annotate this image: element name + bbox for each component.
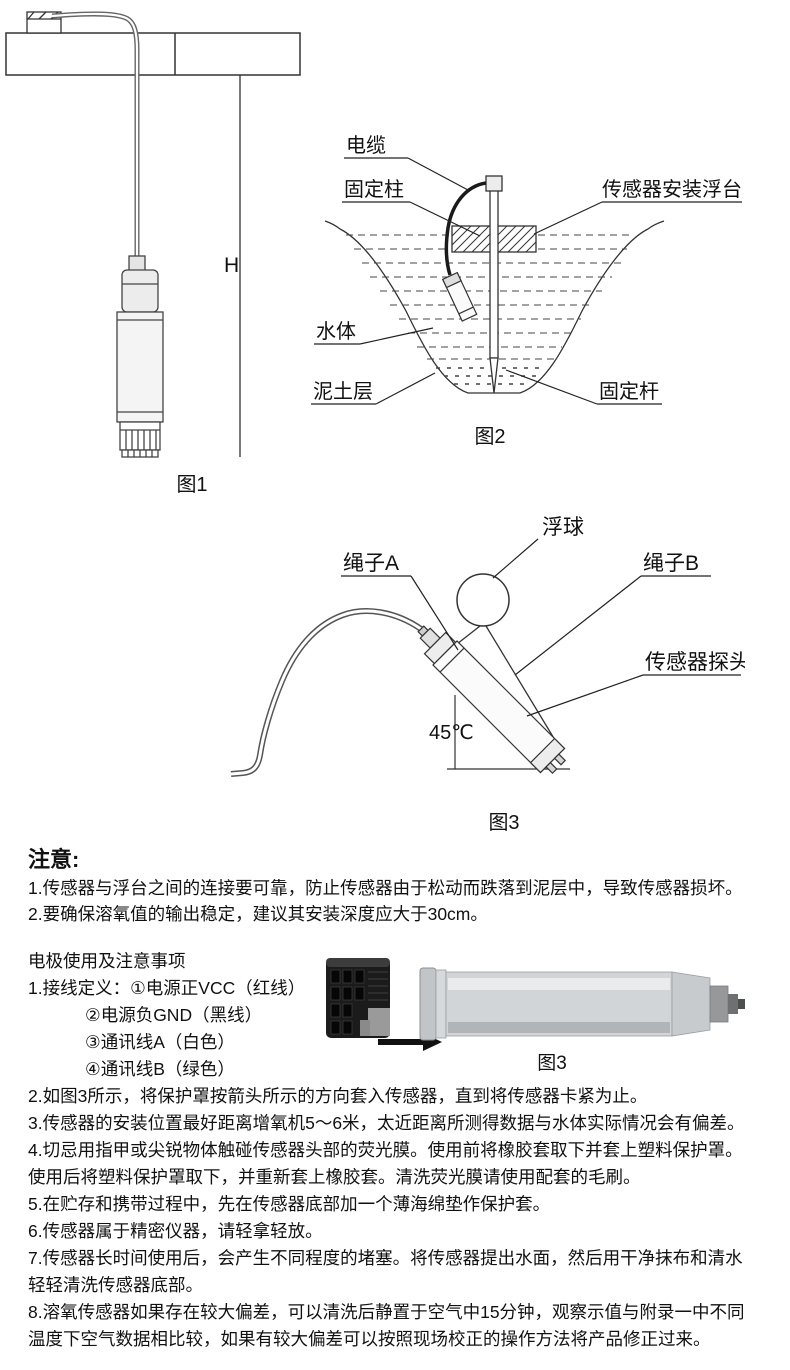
sensor-product-image: [326, 958, 745, 1051]
h-label: H: [224, 254, 239, 277]
label-angle: 45℃: [429, 722, 474, 744]
note-item: 2.要确保溶氧值的输出稳定，建议其安装深度应大于30cm。: [28, 904, 488, 924]
usage-item: 4.切忌用指甲或尖锐物体触碰传感器头部的荧光膜。使用前将橡胶套取下并套上塑料保护…: [28, 1140, 743, 1187]
sensor-probe: [417, 625, 567, 775]
label-rope-a: 绳子A: [343, 552, 399, 575]
usage-item: 6.传感器属于精密仪器，请轻拿轻放。: [28, 1221, 323, 1241]
sensor-image-caption: 图3: [537, 1053, 567, 1074]
label-float-ball: 浮球: [542, 516, 584, 539]
label-mud: 泥土层: [313, 380, 373, 403]
usage-section: 电极使用及注意事项 1.接线定义：①电源正VCC（红线） ②电源负GND（黑线）…: [28, 948, 778, 1353]
sensor-product: [419, 967, 745, 1041]
usage-item: 8.溶氧传感器如果存在较大偏差，可以清洗后静置于空气中15分钟，观察示值与附录一…: [28, 1302, 745, 1349]
leader-lines: [311, 157, 742, 405]
leader-lines: [341, 538, 741, 717]
fixing-rod: [485, 175, 503, 394]
label-water: 水体: [316, 320, 356, 343]
figure2-caption: 图2: [474, 426, 506, 448]
label-post: 固定柱: [344, 178, 404, 201]
figure2-diagram: 电缆 固定柱 传感器安装浮台 水体 泥土层 固定杆: [311, 134, 742, 405]
label-rod: 固定杆: [599, 380, 659, 403]
wiring-line: ④通讯线B（绿色）: [85, 1059, 235, 1079]
figure3-diagram: 浮球 绳子A 绳子B 传感器探头 45℃: [230, 516, 745, 777]
notes-section: 注意: 1.传感器与浮台之间的连接要可靠，防止传感器由于松动而跌落到泥层中，导致…: [28, 845, 776, 927]
label-probe: 传感器探头: [645, 651, 745, 674]
float-ball: [456, 573, 510, 627]
suspension-cable: [51, 11, 140, 258]
usage-item: 5.在贮存和携带过程中，先在传感器底部加一个薄海绵垫作保护套。: [28, 1194, 551, 1214]
rope-a: [456, 625, 481, 645]
wiring-line: ②电源负GND（黑线）: [85, 1005, 263, 1025]
protective-cap: [326, 958, 390, 1038]
figure1-diagram: H: [5, 11, 301, 458]
label-rope-b: 绳子B: [643, 552, 699, 575]
beam: [5, 32, 301, 76]
usage-item: 2.如图3所示，将保护罩按箭头所示的方向套入传感器，直到将传感器卡紧为止。: [28, 1086, 648, 1106]
label-cable: 电缆: [346, 134, 386, 157]
rope-b: [485, 625, 559, 746]
sensor-probe-small: [441, 271, 478, 322]
figure1-caption: 图1: [176, 474, 208, 496]
wiring-line: ③通讯线A（白色）: [85, 1032, 235, 1052]
notes-heading: 注意:: [28, 847, 80, 872]
probe-cable: [444, 181, 487, 276]
probe-cable: [230, 608, 423, 777]
usage-item: 7.传感器长时间使用后，会产生不同程度的堵塞。将传感器提出水面，然后用干净抹布和…: [28, 1248, 743, 1295]
figure3-caption: 图3: [488, 812, 520, 834]
note-item: 1.传感器与浮台之间的连接要可靠，防止传感器由于松动而跌落到泥层中，导致传感器损…: [28, 878, 743, 898]
usage-heading: 电极使用及注意事项: [28, 951, 186, 971]
wiring-line: 1.接线定义：①电源正VCC（红线）: [28, 978, 306, 998]
label-platform: 传感器安装浮台: [602, 178, 742, 201]
hanging-sensor: [116, 255, 164, 458]
usage-item: 3.传感器的安装位置最好距离增氧机5～6米，太近距离所测得数据与水体实际情况会有…: [28, 1113, 745, 1133]
